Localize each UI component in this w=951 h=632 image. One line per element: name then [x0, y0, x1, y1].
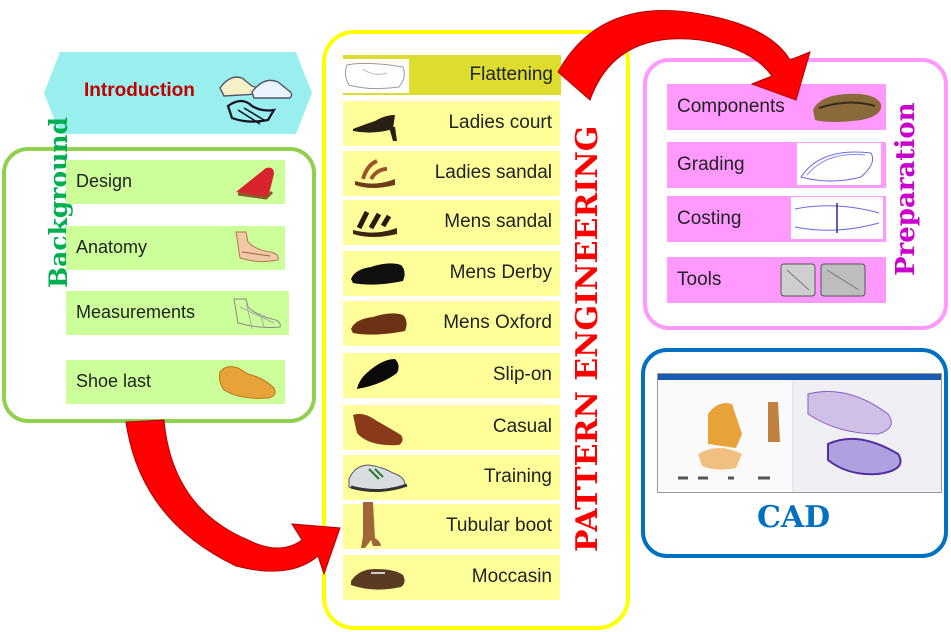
ladies-sandal-icon: [349, 153, 401, 193]
pattern-item-moccasin[interactable]: Moccasin: [343, 555, 560, 600]
pattern-item-label: Moccasin: [471, 566, 552, 587]
pattern-item-ladies-court[interactable]: Ladies court: [343, 101, 560, 146]
pattern-item-tubular-boot[interactable]: Tubular boot: [343, 502, 560, 549]
pattern-item-flattening[interactable]: Flattening: [343, 55, 561, 95]
cad-software-screenshot-icon: [657, 373, 942, 493]
pattern-item-label: Tubular boot: [446, 515, 552, 536]
background-item-design[interactable]: Design: [66, 160, 285, 204]
pattern-item-label: Ladies court: [448, 112, 552, 133]
pattern-item-label: Mens Oxford: [443, 312, 552, 333]
pattern-item-casual[interactable]: Casual: [343, 405, 560, 450]
sole-component-icon: [809, 86, 885, 126]
platform-sandal-icon: [230, 162, 280, 202]
moccasin-shoe-icon: [347, 559, 409, 595]
shoe-last-icon: [216, 362, 280, 402]
pattern-item-slip-on[interactable]: Slip-on: [343, 353, 560, 398]
background-item-measurements[interactable]: Measurements: [66, 291, 289, 335]
pattern-item-label: Training: [484, 466, 552, 487]
pattern-item-mens-sandal[interactable]: Mens sandal: [343, 200, 560, 245]
background-item-label: Shoe last: [76, 371, 152, 391]
pattern-item-label: Slip-on: [492, 364, 552, 385]
preparation-item-grading[interactable]: Grading: [667, 142, 886, 188]
mens-derby-shoe-icon: [347, 255, 407, 291]
background-item-shoe-last[interactable]: Shoe last: [66, 360, 285, 404]
pattern-item-mens-oxford[interactable]: Mens Oxford: [343, 301, 560, 346]
preparation-item-label: Tools: [677, 269, 722, 290]
pattern-item-label: Mens Derby: [449, 262, 552, 283]
mens-oxford-shoe-icon: [347, 305, 409, 341]
preparation-item-label: Costing: [677, 208, 742, 229]
preparation-item-costing[interactable]: Costing: [667, 196, 886, 242]
pattern-item-training[interactable]: Training: [343, 455, 560, 500]
pattern-item-ladies-sandal[interactable]: Ladies sandal: [343, 151, 560, 196]
slip-on-shoe-icon: [351, 355, 407, 395]
preparation-item-label: Components: [677, 96, 785, 117]
preparation-item-label: Grading: [677, 154, 745, 175]
foot-measurement-icon: [226, 293, 284, 333]
training-shoe-icon: [345, 457, 409, 497]
background-item-label: Measurements: [76, 302, 196, 322]
grading-pattern-icon: [797, 143, 881, 185]
preparation-item-tools[interactable]: Tools: [667, 257, 886, 303]
cad-label: CAD: [757, 500, 831, 535]
foot-anatomy-icon: [226, 228, 282, 268]
background-item-anatomy[interactable]: Anatomy: [66, 226, 285, 270]
ladies-court-shoe-icon: [349, 103, 401, 143]
pattern-item-label: Casual: [492, 416, 552, 437]
cutting-tool-icon: [775, 258, 871, 300]
arrow-to-preparation: [557, 10, 811, 101]
background-item-label: Anatomy: [76, 237, 148, 257]
tubular-boot-icon: [355, 500, 385, 552]
pattern-item-label: Mens sandal: [444, 211, 552, 232]
pattern-item-mens-derby[interactable]: Mens Derby: [343, 251, 560, 296]
costing-pattern-icon: [791, 197, 883, 239]
casual-shoe-icon: [349, 407, 407, 447]
pattern-item-label: Ladies sandal: [434, 162, 552, 183]
flattening-pattern-icon: [343, 59, 409, 93]
introduction-label: Introduction: [84, 80, 195, 101]
background-item-label: Design: [76, 171, 133, 191]
sneakers-sketch-icon: [214, 66, 294, 128]
mens-sandal-icon: [349, 202, 401, 242]
arrow-to-pattern-engineering: [125, 419, 341, 576]
pattern-item-label: Flattening: [469, 64, 553, 85]
